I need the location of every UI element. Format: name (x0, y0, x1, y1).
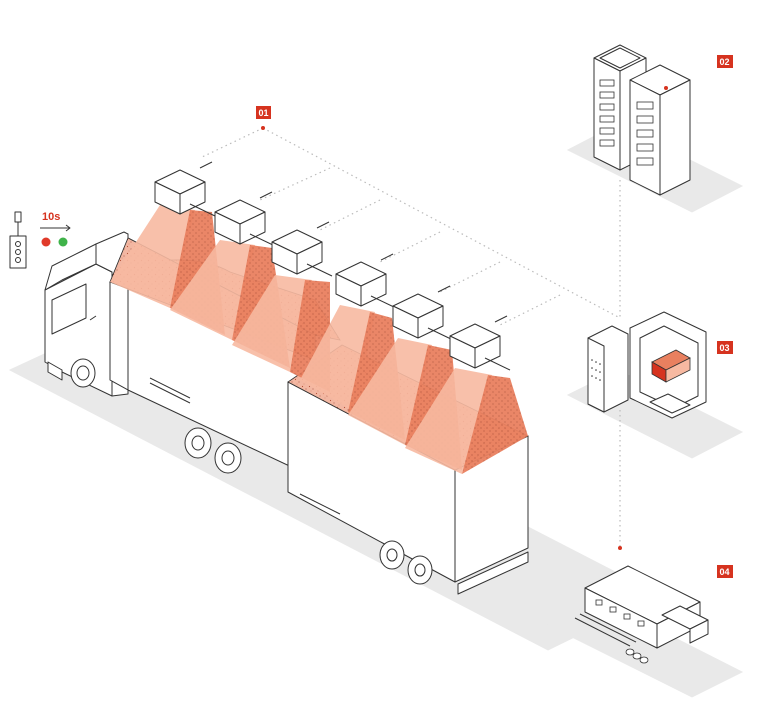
server-rack-icon (593, 44, 691, 196)
badge-01-label: 01 (259, 108, 269, 118)
badge-server: 02 (717, 55, 733, 68)
timer-indicator: 10s (40, 211, 71, 247)
scanner-unit-5 (392, 285, 454, 341)
scanner-unit-1 (154, 161, 216, 217)
badge-facility: 04 (717, 565, 733, 578)
connection-lines (199, 127, 621, 548)
facility-floor-shadow (546, 599, 744, 698)
scanner-unit-6 (449, 315, 511, 371)
badge-03-label: 03 (720, 343, 730, 353)
scanner-unit-3 (271, 221, 333, 277)
scanner-unit-4 (335, 253, 397, 309)
scanner-unit-2 (214, 191, 276, 247)
green-signal-dot (58, 237, 68, 247)
badge-workstation: 03 (717, 341, 733, 354)
badge-scanners: 01 (256, 106, 271, 130)
desktop-computer-icon (587, 311, 707, 419)
badge-02-label: 02 (720, 57, 730, 67)
scanner-beams (110, 205, 528, 474)
badge-04-label: 04 (720, 567, 730, 577)
timer-label: 10s (42, 211, 60, 223)
signal-light-icon (9, 211, 27, 269)
warehouse-building-icon (574, 546, 709, 664)
red-signal-dot (41, 237, 51, 247)
